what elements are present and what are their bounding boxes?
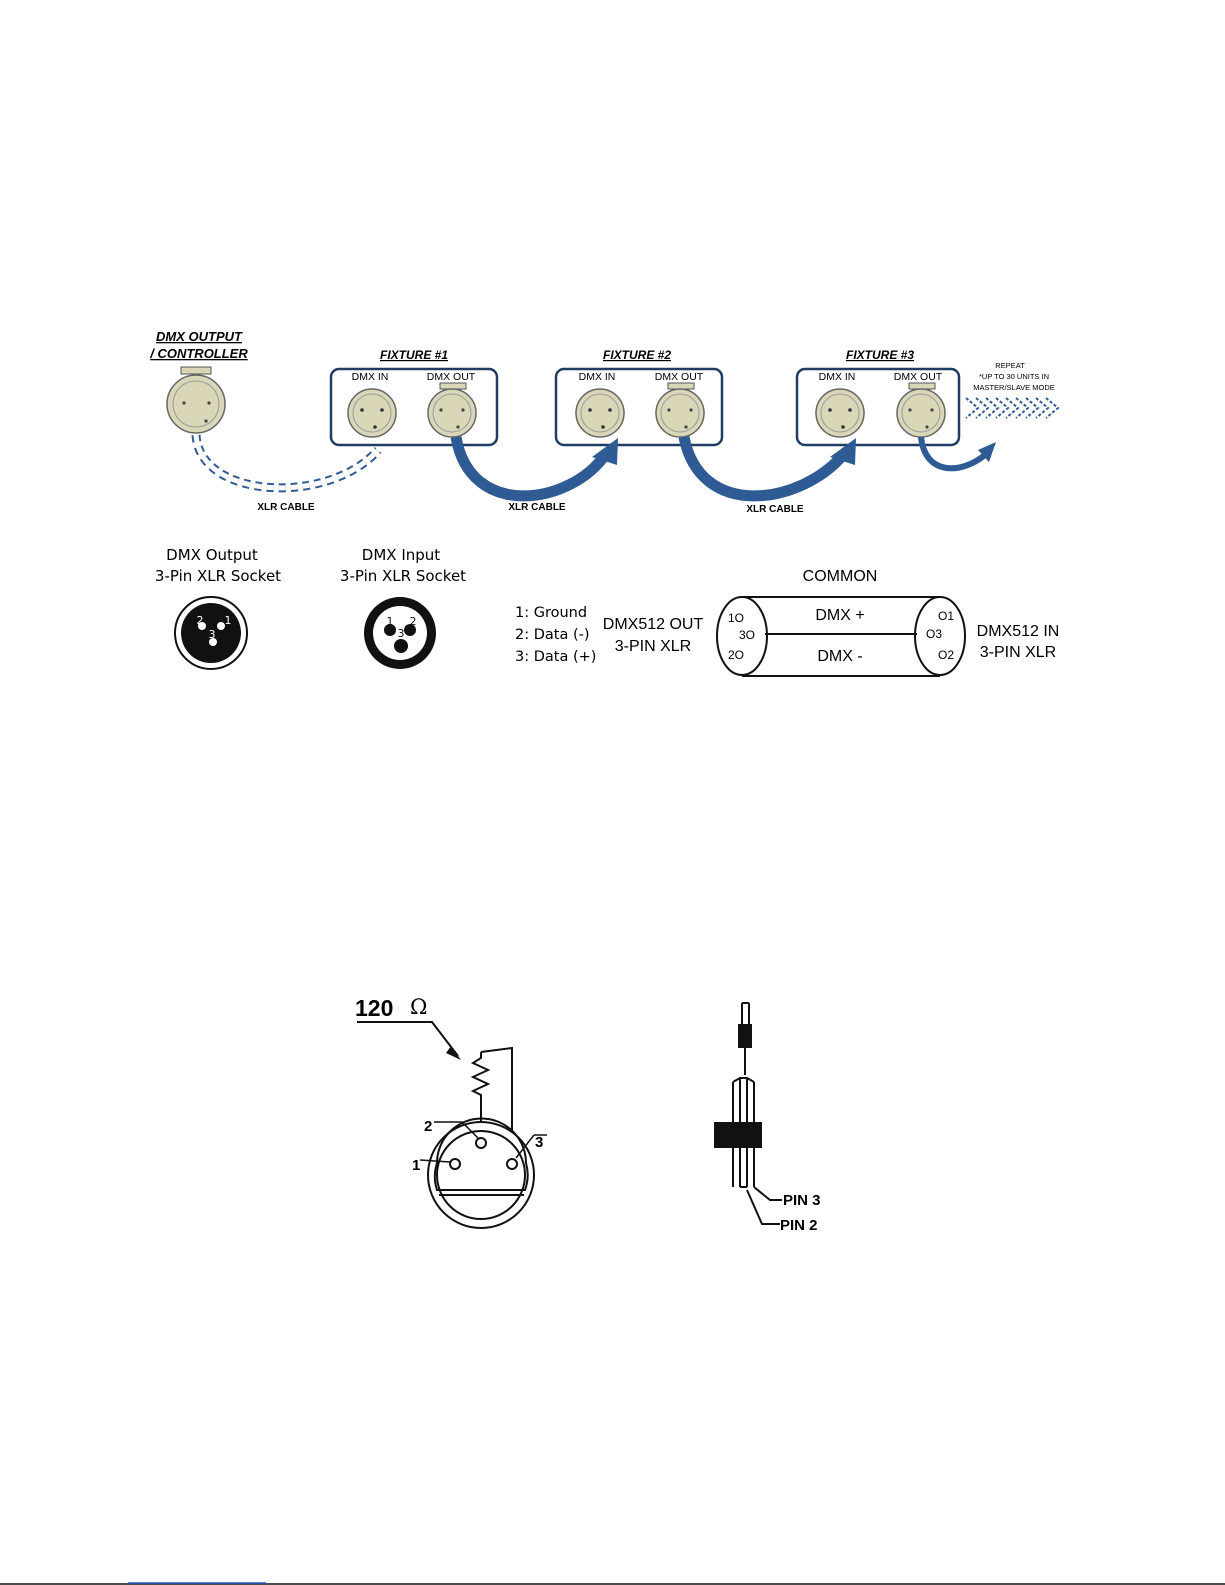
fixture-3-out-label: DMX OUT — [894, 371, 943, 383]
input-socket-title-line2: 3-Pin XLR Socket — [340, 567, 466, 585]
cable-fixture-1-to-fixture-2 — [450, 435, 618, 502]
cable-left-pin-1: 1O — [728, 611, 744, 625]
arrowhead-icon — [978, 442, 996, 462]
cable-right-end — [914, 596, 966, 676]
input-pin-2-label: 2 — [410, 615, 417, 628]
cable-fixture-3-out — [918, 436, 996, 472]
controller-connector — [166, 374, 226, 434]
input-pin-3-label: 3 — [398, 627, 405, 640]
fixture-1-out-label: DMX OUT — [427, 371, 476, 383]
fixture-1-in-label: DMX IN — [352, 371, 389, 383]
fixture-2-in-connector — [575, 388, 625, 438]
resistance-value: 120 — [355, 995, 393, 1021]
controller-label-line1: DMX OUTPUT — [156, 329, 243, 344]
fixture-3-title: FIXTURE #3 — [846, 348, 914, 362]
fixture-2-box — [554, 367, 724, 447]
input-pin-1-label: 1 — [387, 615, 394, 628]
terminator-pin-2-label: 2 — [424, 1118, 432, 1135]
arrowhead-icon — [830, 438, 856, 465]
pin-legend: 1: Ground 2: Data (-) 3: Data (+) — [515, 605, 596, 665]
pin-legend-1: 1: Ground — [515, 605, 587, 621]
output-socket: DMX Output 3-Pin XLR Socket 2 1 3 — [155, 546, 281, 670]
cable-right-label-line1: DMX512 IN — [977, 623, 1060, 640]
fixture-1-title: FIXTURE #1 — [380, 348, 448, 362]
pin-3-label: PIN 3 — [783, 1192, 821, 1209]
pin-legend-2: 2: Data (-) — [515, 627, 590, 643]
fixture-1-out-connector — [427, 388, 477, 438]
fixture-3-in-label: DMX IN — [819, 371, 856, 383]
cable-controller-to-fixture-1 — [191, 434, 382, 493]
cable-right-pin-2: O2 — [938, 648, 954, 662]
output-socket-title-line1: DMX Output — [166, 546, 258, 564]
fixture-1: FIXTURE #1 DMX IN DMX OUT — [329, 348, 499, 447]
output-socket-face — [181, 603, 241, 663]
fixture-2-title: FIXTURE #2 — [603, 348, 671, 362]
cable-left-end — [716, 596, 768, 676]
fixture-2-out-connector — [655, 388, 705, 438]
fixture-3-box — [795, 367, 961, 447]
cable-left-label-line1: DMX512 OUT — [603, 616, 704, 633]
cable-dmx-plus-label: DMX + — [815, 607, 864, 624]
output-pin-1-label: 1 — [225, 614, 232, 627]
terminator-side-view — [714, 1002, 782, 1225]
cable-label-3: XLR CABLE — [746, 504, 804, 515]
fixture-3-in-connector — [815, 388, 865, 438]
pin-2-label: PIN 2 — [780, 1217, 818, 1234]
fixture-2-out-label: DMX OUT — [655, 371, 704, 383]
terminator-pin-3-label: 3 — [535, 1134, 543, 1151]
output-pin-3-label: 3 — [209, 628, 216, 641]
controller-latch — [180, 366, 212, 375]
cable-left-pin-3: 3O — [739, 628, 755, 642]
resistor-icon — [470, 1052, 491, 1143]
ohm-symbol-icon: Ω — [410, 995, 427, 1019]
output-socket-title-line2: 3-Pin XLR Socket — [155, 567, 281, 585]
repeat-line2: *UP TO 30 UNITS IN — [979, 372, 1049, 381]
terminator-diagram: 120 Ω 2 1 3 — [355, 995, 821, 1234]
input-socket: DMX Input 3-Pin XLR Socket 1 2 3 — [340, 546, 466, 669]
cable-right-pin-1: O1 — [938, 609, 954, 623]
terminator-plug-outer — [427, 1121, 535, 1229]
pin-legend-3: 3: Data (+) — [515, 649, 596, 665]
cable-dmx-minus-label: DMX - — [817, 648, 862, 665]
fixture-2-in-label: DMX IN — [579, 371, 616, 383]
cable-common-label: COMMON — [803, 568, 878, 585]
cable-fixture-2-to-fixture-3 — [678, 435, 856, 502]
controller-label-line2: / CONTROLLER — [149, 346, 248, 361]
repeat-chevrons-icon — [965, 397, 1060, 419]
cable-right-label-line2: 3-PIN XLR — [980, 644, 1056, 661]
arrowhead-icon — [592, 438, 618, 465]
repeat-note: REPEAT *UP TO 30 UNITS IN MASTER/SLAVE M… — [965, 361, 1060, 419]
fixture-1-box — [329, 367, 499, 447]
cable-label-1: XLR CABLE — [257, 502, 315, 513]
repeat-line3: MASTER/SLAVE MODE — [973, 383, 1055, 392]
controller: DMX OUTPUT / CONTROLLER — [149, 329, 248, 434]
input-socket-title-line1: DMX Input — [362, 546, 440, 564]
fixture-2: FIXTURE #2 DMX IN DMX OUT — [554, 348, 724, 447]
cable-right-pin-3: O3 — [926, 627, 942, 641]
fixture-3-out-connector — [896, 388, 946, 438]
cable-left-pin-2: 2O — [728, 648, 744, 662]
cable-left-label-line2: 3-PIN XLR — [615, 638, 691, 655]
fixture-1-in-connector — [347, 388, 397, 438]
fixture-3: FIXTURE #3 DMX IN DMX OUT — [795, 348, 961, 447]
terminator-pin-1-label: 1 — [412, 1157, 420, 1174]
cable-wiring: DMX512 OUT 3-PIN XLR DMX512 IN 3-PIN XLR… — [603, 568, 1060, 677]
cable-label-2: XLR CABLE — [508, 502, 566, 513]
output-pin-2-label: 2 — [197, 614, 204, 627]
repeat-line1: REPEAT — [995, 361, 1025, 370]
